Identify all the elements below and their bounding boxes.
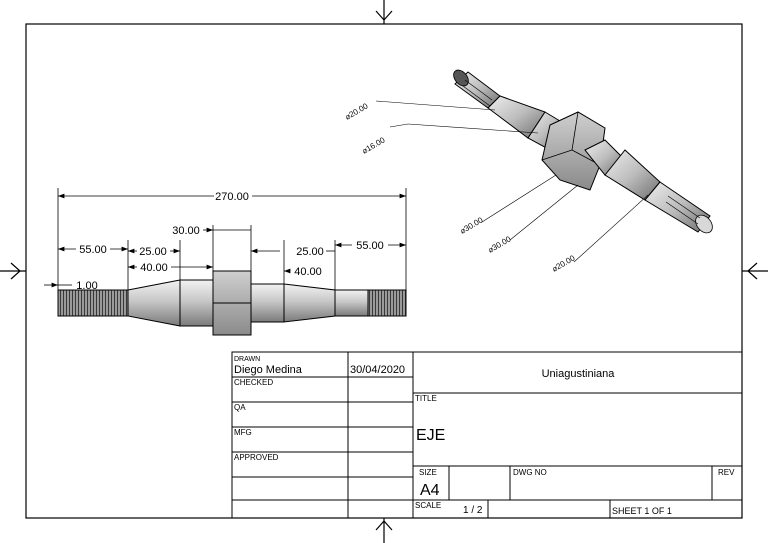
left-threaded-end bbox=[57, 289, 129, 317]
leader-d30-b: ⌀30.00 bbox=[487, 234, 513, 254]
dim-left-thread: 55.00 bbox=[79, 244, 107, 256]
leader-d20-top: ⌀20.00 bbox=[344, 101, 370, 121]
scale-value: 1 / 2 bbox=[463, 505, 483, 516]
drawn-date: 30/04/2020 bbox=[350, 364, 405, 376]
dim-overall: 270.00 bbox=[215, 191, 249, 203]
drawn-label: DRAWN bbox=[234, 356, 260, 363]
dim-right-thread: 55.00 bbox=[356, 240, 384, 252]
sheet-border bbox=[25, 23, 743, 519]
checked-label: CHECKED bbox=[234, 378, 273, 387]
dim-hex: 30.00 bbox=[172, 225, 200, 237]
iso-leader-lines bbox=[375, 100, 649, 263]
rev-label: REV bbox=[718, 468, 735, 477]
drawn-by: Diego Medina bbox=[234, 364, 303, 376]
title-label: TITLE bbox=[415, 394, 437, 403]
approved-label: APPROVED bbox=[234, 453, 279, 462]
leader-d30-a: ⌀30.00 bbox=[459, 215, 485, 235]
right-cylinder bbox=[334, 289, 369, 317]
dimension-labels: 270.00 55.00 25.00 40.00 30.00 25.00 40.… bbox=[76, 191, 383, 292]
dim-left-shoulder: 40.00 bbox=[140, 262, 168, 274]
dim-left-taper: 25.00 bbox=[139, 246, 167, 258]
title-block-text: DRAWN Diego Medina 30/04/2020 CHECKED QA… bbox=[234, 356, 735, 516]
right-taper bbox=[283, 283, 336, 323]
dim-right-shoulder: 40.00 bbox=[294, 266, 322, 278]
iso-right-end bbox=[644, 181, 711, 233]
dim-right-taper: 25.00 bbox=[296, 246, 324, 258]
right-shoulder bbox=[250, 283, 285, 323]
sheet-value: SHEET 1 OF 1 bbox=[612, 506, 672, 516]
shaft-front-view bbox=[57, 270, 407, 336]
qa-label: QA bbox=[234, 403, 246, 412]
title-block bbox=[231, 351, 743, 519]
company-name: Uniagustiniana bbox=[542, 368, 616, 380]
dimension-lines bbox=[44, 188, 407, 290]
dwg-no-label: DWG NO bbox=[513, 468, 547, 477]
size-value: A4 bbox=[420, 482, 440, 499]
size-label: SIZE bbox=[419, 468, 437, 477]
dim-chamfer: 1.00 bbox=[76, 280, 97, 292]
mfg-label: MFG bbox=[234, 428, 252, 437]
left-taper bbox=[127, 279, 181, 327]
left-shoulder bbox=[179, 279, 214, 327]
shaft-isometric-view bbox=[453, 69, 713, 234]
leader-d20-bottom: ⌀20.00 bbox=[551, 253, 577, 273]
right-threaded-end bbox=[367, 289, 407, 317]
drawing-title: EJE bbox=[416, 427, 445, 444]
scale-label: SCALE bbox=[415, 501, 441, 510]
leader-d16: ⌀16.00 bbox=[361, 135, 387, 155]
